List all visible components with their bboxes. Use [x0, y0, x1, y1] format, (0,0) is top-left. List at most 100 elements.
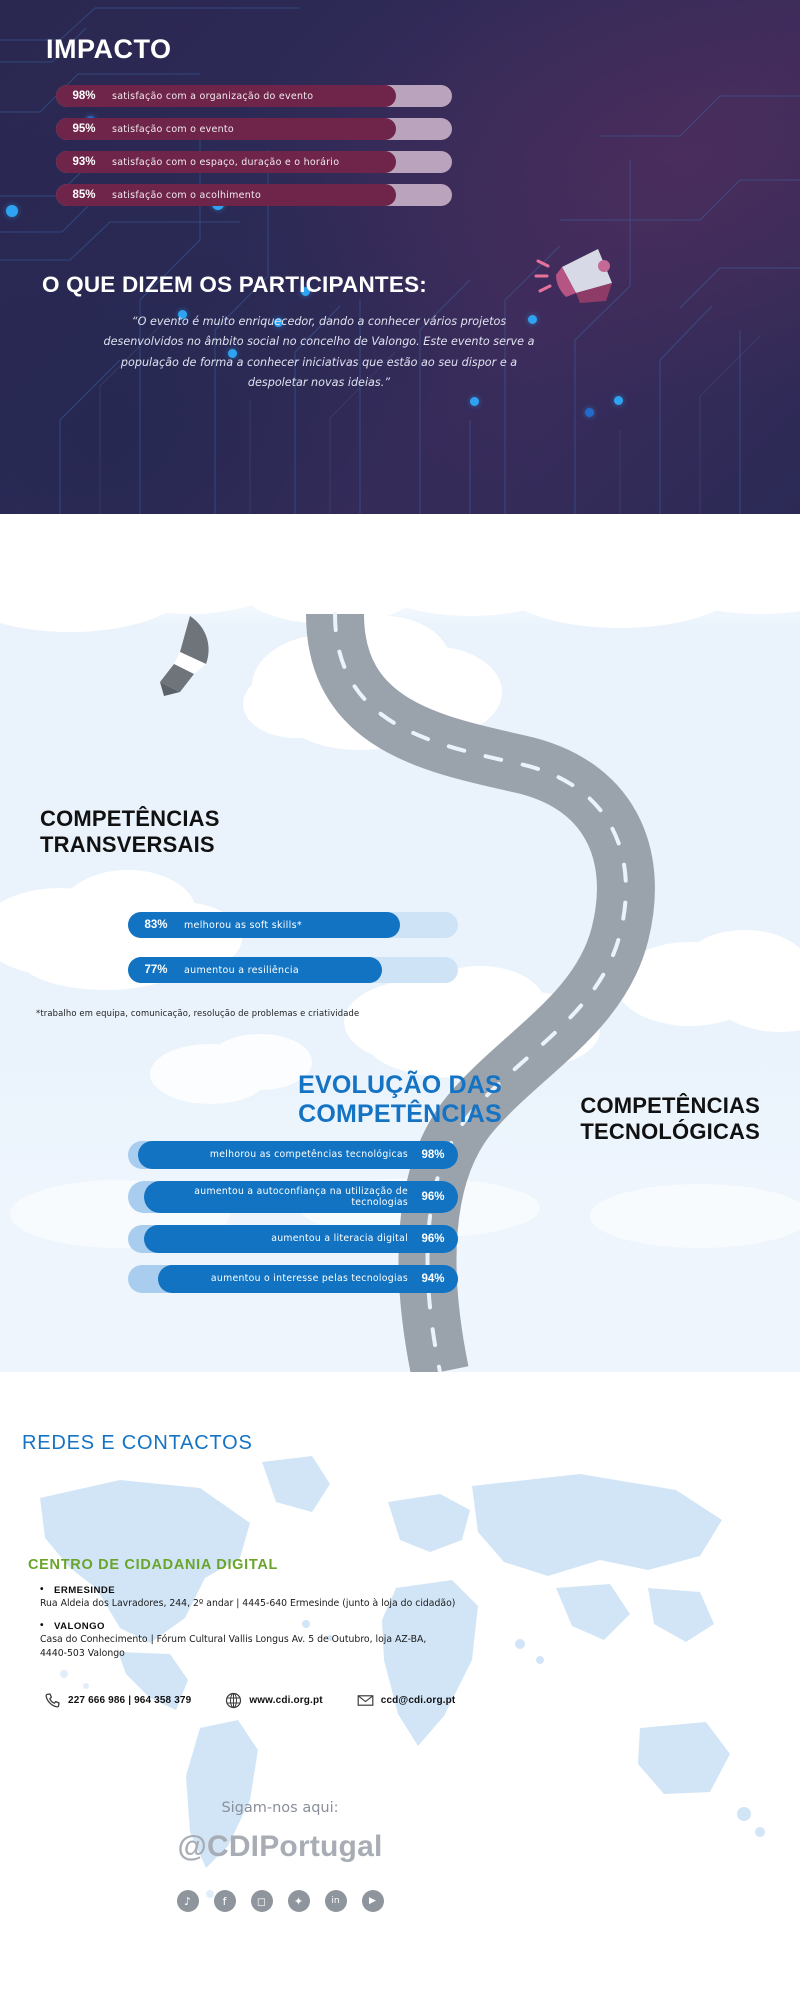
- twitter-icon[interactable]: ✦: [287, 1890, 310, 1912]
- instagram-glyph: ◻: [256, 1894, 267, 1908]
- tecnologicas-title-line2: TECNOLÓGICAS: [580, 1118, 760, 1144]
- address-spacer: [40, 1610, 580, 1621]
- transversais-title: COMPETÊNCIAS TRANSVERSAIS: [40, 806, 220, 858]
- transversais-bar-label: aumentou a resiliência: [184, 964, 299, 976]
- website-contact[interactable]: www.cdi.org.pt: [225, 1692, 323, 1709]
- tecnologicas-bar-row: aumentou o interesse pelas tecnologias 9…: [128, 1265, 458, 1293]
- twitter-glyph: ✦: [293, 1894, 304, 1908]
- tecnologicas-bar-percent: 98%: [421, 1149, 445, 1161]
- location-name-ermesinde: ERMESINDE: [40, 1584, 580, 1596]
- tecnologicas-bar-percent: 94%: [421, 1273, 445, 1285]
- impact-bar-label: satisfação com o acolhimento: [112, 189, 262, 201]
- transversais-bar-row: 83% melhorou as soft skills*: [128, 912, 464, 938]
- impact-bar-percent: 93%: [72, 156, 96, 168]
- tecnologicas-title: COMPETÊNCIAS TECNOLÓGICAS: [580, 1093, 760, 1145]
- circuit-node: [274, 318, 283, 327]
- social-handle: @CDIPortugal: [0, 1830, 560, 1864]
- tecnologicas-bar-fill: aumentou o interesse pelas tecnologias 9…: [158, 1265, 458, 1293]
- instagram-icon[interactable]: ◻: [250, 1890, 273, 1912]
- email-address: ccd@cdi.org.pt: [380, 1695, 456, 1706]
- youtube-icon[interactable]: ▶: [361, 1890, 384, 1912]
- circuit-node: [614, 396, 623, 405]
- impact-bar-row: 95% satisfação com o evento: [56, 118, 506, 140]
- transversais-title-line2: TRANSVERSAIS: [40, 831, 215, 857]
- impact-bar-fill: 95% satisfação com o evento: [56, 118, 396, 140]
- impact-bar-percent: 98%: [72, 90, 96, 102]
- impact-bar-percent: 85%: [72, 189, 96, 201]
- impact-bar-row: 85% satisfação com o acolhimento: [56, 184, 506, 206]
- participant-quote: “O evento é muito enriquecedor, dando a …: [103, 315, 535, 390]
- transversais-bar-percent: 83%: [144, 919, 168, 931]
- location-address-valongo-line2: 4440-503 Valongo: [40, 1648, 125, 1660]
- impact-bar-percent: 95%: [72, 123, 96, 135]
- impact-bar-row: 93% satisfação com o espaço, duração e o…: [56, 151, 506, 173]
- rocket-icon: [160, 616, 209, 696]
- evolution-title: EVOLUÇÃO DAS COMPETÊNCIAS: [0, 1071, 800, 1129]
- impact-bar-fill: 98% satisfação com a organização do even…: [56, 85, 396, 107]
- circuit-node: [585, 408, 594, 417]
- impact-bar-fill: 85% satisfação com o acolhimento: [56, 184, 396, 206]
- envelope-icon: [357, 1695, 374, 1706]
- facebook-icon[interactable]: f: [213, 1890, 236, 1912]
- website-url: www.cdi.org.pt: [249, 1695, 323, 1706]
- follow-label: Sigam-nos aqui:: [221, 1800, 339, 1816]
- evolution-title-line1: EVOLUÇÃO DAS: [298, 1071, 502, 1099]
- tecnologicas-bar-label: aumentou a literacia digital: [271, 1233, 408, 1245]
- tiktok-icon[interactable]: ♪: [176, 1890, 199, 1912]
- megaphone-icon: [534, 249, 612, 303]
- transversais-bar-list: 83% melhorou as soft skills* 77% aumento…: [128, 912, 464, 1002]
- tecnologicas-bar-row: melhorou as competências tecnológicas 98…: [128, 1141, 458, 1169]
- impact-bar-list: 98% satisfação com a organização do even…: [56, 85, 506, 217]
- location-address-valongo-line1: Casa do Conhecimento | Fórum Cultural Va…: [40, 1634, 427, 1646]
- transversais-bar-fill: 77% aumentou a resiliência: [128, 957, 382, 983]
- impact-bar-row: 98% satisfação com a organização do even…: [56, 85, 506, 107]
- tecnologicas-bar-fill: aumentou a literacia digital 96%: [144, 1225, 458, 1253]
- tecnologicas-bar-row: aumentou a autoconfiança na utilização d…: [128, 1181, 458, 1213]
- impact-bar-label: satisfação com a organização do evento: [112, 90, 314, 102]
- impact-section: IMPACTO 98% satisfação com a organização…: [0, 0, 800, 514]
- world-map-background: [40, 1456, 765, 1898]
- circuit-node: [301, 287, 310, 296]
- globe-icon: [226, 1692, 242, 1709]
- location-name-valongo: VALONGO: [40, 1620, 580, 1632]
- phone-icon: [45, 1693, 60, 1708]
- tecnologicas-bar-label: melhorou as competências tecnológicas: [209, 1149, 408, 1161]
- social-handle-text: @CDIPortugal: [177, 1830, 383, 1863]
- phone-number: 227 666 986 | 964 358 379: [68, 1695, 192, 1706]
- impact-title: IMPACTO: [46, 34, 172, 64]
- tecnologicas-bar-percent: 96%: [421, 1191, 445, 1203]
- tecnologicas-bar-label: aumentou o interesse pelas tecnologias: [210, 1273, 408, 1285]
- phone-contact[interactable]: 227 666 986 | 964 358 379: [44, 1692, 191, 1709]
- transversais-bar-percent: 77%: [144, 964, 168, 976]
- facebook-glyph: f: [222, 1894, 227, 1908]
- tecnologicas-bar-percent: 96%: [421, 1233, 445, 1245]
- tecnologicas-bar-list: melhorou as competências tecnológicas 98…: [128, 1141, 458, 1305]
- circuit-node: [178, 310, 187, 319]
- circuit-node: [6, 205, 18, 217]
- circuit-node: [228, 349, 237, 358]
- tecnologicas-title-line1: COMPETÊNCIAS: [580, 1093, 760, 1118]
- transversais-bar-label: melhorou as soft skills*: [184, 919, 302, 931]
- contacts-section-title: REDES E CONTACTOS: [22, 1432, 253, 1454]
- participants-title: O QUE DIZEM OS PARTICIPANTES:: [42, 272, 427, 297]
- impact-bar-label: satisfação com o espaço, duração e o hor…: [112, 156, 340, 168]
- impact-bar-label: satisfação com o evento: [112, 123, 234, 135]
- tecnologicas-bar-fill: melhorou as competências tecnológicas 98…: [138, 1141, 458, 1169]
- contact-details-row: 227 666 986 | 964 358 379 www.cdi.org.pt…: [44, 1692, 455, 1709]
- circuit-node: [528, 315, 537, 324]
- linkedin-glyph: in: [331, 1896, 340, 1906]
- email-contact[interactable]: ccd@cdi.org.pt: [357, 1692, 456, 1709]
- contacts-section: [0, 1372, 800, 2000]
- circuit-node: [470, 397, 479, 406]
- linkedin-icon[interactable]: in: [324, 1890, 347, 1912]
- evolution-title-line2: COMPETÊNCIAS: [298, 1100, 502, 1128]
- impact-bar-fill: 93% satisfação com o espaço, duração e o…: [56, 151, 396, 173]
- location-address-ermesinde: Rua Aldeia dos Lavradores, 244, 2º andar…: [40, 1598, 456, 1609]
- tecnologicas-bar-label: aumentou a autoconfiança na utilização d…: [194, 1185, 408, 1208]
- tecnologicas-bar-fill: aumentou a autoconfiança na utilização d…: [144, 1181, 458, 1213]
- tiktok-glyph: ♪: [183, 1894, 192, 1908]
- address-block: ERMESINDE Rua Aldeia dos Lavradores, 244…: [40, 1584, 580, 1661]
- transversais-title-line1: COMPETÊNCIAS: [40, 806, 220, 831]
- organization-title: CENTRO DE CIDADANIA DIGITAL: [28, 1557, 279, 1573]
